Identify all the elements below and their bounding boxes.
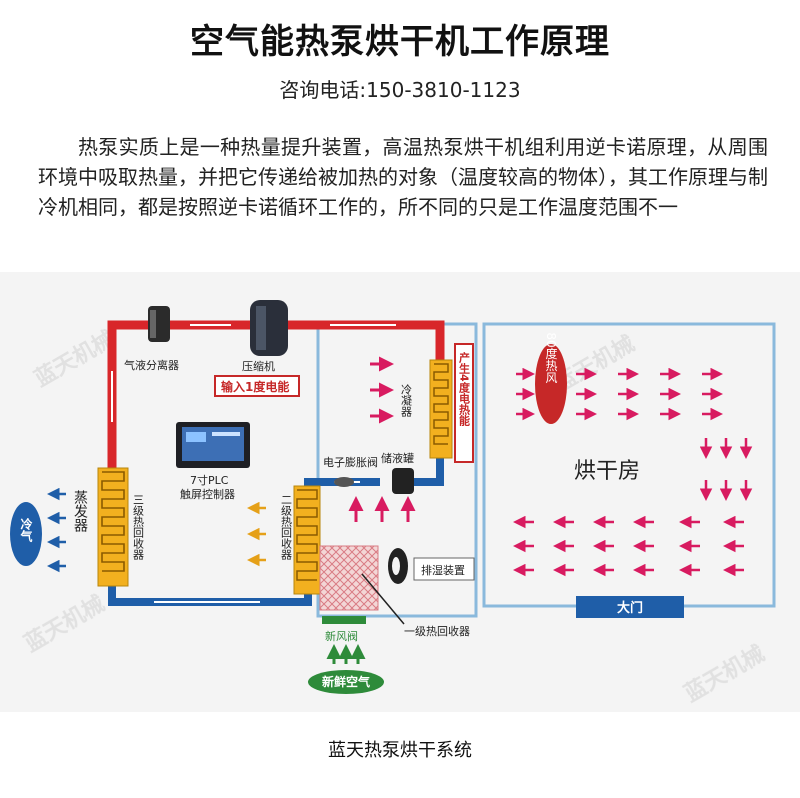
drying-room-arrows [513, 367, 753, 577]
heat-output-label: 产生4度电热能 [458, 351, 471, 427]
heat-pump-diagram: 蓝天机械 蓝天机械 蓝天机械 蓝天机械 气液分离器 压缩机 [0, 272, 800, 712]
hot-pipe-arrows [108, 321, 404, 422]
page-title: 空气能热泵烘干机工作原理 [190, 22, 610, 62]
power-input-label: 输入1度电能 [221, 379, 289, 394]
evaporator-label: 蒸发器 [72, 490, 88, 532]
heat-recovery-2: 二级热回收器 [280, 485, 321, 595]
watermark-1: 蓝天机械 [31, 327, 120, 393]
plc-controller: 7寸PLC 触屏控制器 [176, 422, 250, 501]
recovery2-air-arrows [247, 501, 266, 567]
expansion-valve-label: 电子膨胀阀 [323, 455, 378, 469]
up-air-arrows [348, 496, 416, 522]
recovery3-label: 三级热回收器 [132, 494, 145, 561]
controller-label-1: 7寸PLC [190, 473, 229, 487]
watermark-3: 蓝天机械 [21, 592, 110, 658]
gas-liquid-separator: 气液分离器 [124, 306, 179, 372]
big-door-label: 大门 [617, 600, 643, 616]
heat-output-tag: 产生4度电热能 [454, 343, 474, 463]
hot-air-badge: 80度热风 [535, 332, 567, 424]
diagram-caption: 蓝天热泵烘干系统 [328, 740, 472, 761]
dehumidifier: 排湿装置 [388, 548, 475, 584]
fresh-air-label: 新鲜空气 [322, 674, 370, 689]
dehumidifier-label: 排湿装置 [421, 563, 465, 577]
fresh-valve-label: 新风阀 [325, 629, 358, 643]
fresh-air-arrows [326, 644, 366, 664]
expansion-valve: 电子膨胀阀 [323, 455, 378, 487]
hot-air-label: 80度热风 [544, 332, 558, 384]
evaporator-air-arrows [47, 487, 66, 573]
compressor-label: 压缩机 [242, 359, 275, 373]
separator-label: 气液分离器 [124, 358, 179, 372]
liquid-receiver: 储液罐 [381, 451, 414, 494]
drying-room-label: 烘干房 [574, 459, 640, 484]
cold-air-label: 冷气 [19, 517, 33, 543]
watermark-4: 蓝天机械 [681, 642, 770, 708]
recovery2-label: 二级热回收器 [280, 494, 293, 561]
fresh-air-badge: 新鲜空气 [308, 670, 384, 694]
consult-phone: 咨询电话:150-3810-1123 [279, 78, 521, 102]
diagram-svg: 蓝天机械 蓝天机械 蓝天机械 蓝天机械 气液分离器 压缩机 [10, 300, 776, 708]
cold-refrigerant-pipe [108, 457, 444, 606]
condenser-air-arrows [370, 356, 394, 424]
heat-recovery-1: 一级热回收器 [319, 545, 470, 638]
cold-air-badge: 冷气 [10, 502, 42, 566]
condenser-coil: 冷凝器 [400, 359, 453, 459]
evaporator: 蒸发器 [72, 467, 129, 587]
condenser-label: 冷凝器 [400, 384, 413, 418]
fresh-air-valve: 新风阀 [322, 616, 366, 643]
intro-paragraph: 热泵实质上是一种热量提升装置，高温热泵烘干机组利用逆卡诺原理，从周围环境中吸取热… [38, 135, 768, 219]
compressor: 压缩机 输入1度电能 [214, 300, 300, 397]
big-door: 大门 [576, 596, 684, 618]
receiver-label: 储液罐 [381, 451, 414, 465]
recovery1-label: 一级热回收器 [404, 624, 470, 638]
controller-label-2: 触屏控制器 [180, 487, 235, 501]
